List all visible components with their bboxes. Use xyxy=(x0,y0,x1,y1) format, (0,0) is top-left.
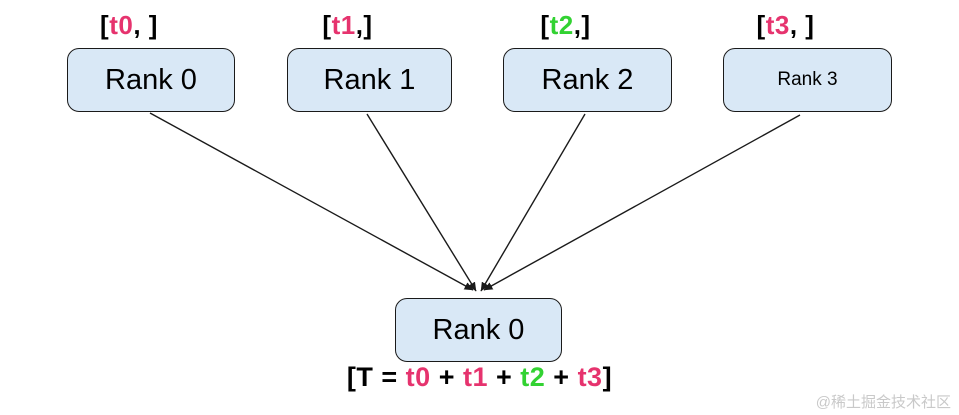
node-label: Rank 0 xyxy=(105,63,197,96)
tensor-label-rank2: [t2,] xyxy=(481,10,650,42)
bracket-close: , ] xyxy=(133,10,158,40)
bracket-open: [ xyxy=(322,10,332,40)
formula-part-t0: t0 xyxy=(405,362,431,392)
tensor-name: t3 xyxy=(765,10,790,40)
formula-part: [T = xyxy=(346,362,406,392)
formula-part: + xyxy=(430,362,463,392)
formula-part: + xyxy=(487,362,521,392)
node-label: Rank 3 xyxy=(777,69,838,90)
edge-rank0-to-bottom xyxy=(149,112,474,291)
formula-part-t2: t2 xyxy=(520,362,546,392)
result-formula: [T = t0 + t1 + t2 + t3] xyxy=(0,362,959,393)
tensor-label-rank0: [t0, ] xyxy=(45,10,213,42)
bracket-open: [ xyxy=(756,10,766,40)
formula-part: + xyxy=(545,362,578,392)
tensor-label-rank3: [t3, ] xyxy=(701,10,870,42)
node-label: Rank 0 xyxy=(432,313,525,346)
node-rank0-source: Rank 0 xyxy=(67,48,235,112)
formula-part: ] xyxy=(602,362,613,392)
bracket-close: ,] xyxy=(355,10,373,40)
node-rank0-destination: Rank 0 xyxy=(395,298,562,362)
tensor-name: t0 xyxy=(109,10,134,40)
node-label: Rank 1 xyxy=(323,63,416,96)
tensor-name: t1 xyxy=(331,10,356,40)
node-label: Rank 2 xyxy=(541,63,634,96)
watermark: @稀土掘金技术社区 xyxy=(815,394,951,411)
bracket-close: , ] xyxy=(789,10,815,40)
node-rank2-source: Rank 2 xyxy=(503,48,672,112)
edge-rank1-to-bottom xyxy=(366,113,477,292)
node-rank3-source: Rank 3 xyxy=(723,48,892,112)
formula-part-t1: t1 xyxy=(462,362,488,392)
bracket-open: [ xyxy=(100,10,110,40)
tensor-label-rank1: [t1,] xyxy=(265,10,430,42)
bracket-close: ,] xyxy=(573,10,591,40)
tensor-name: t2 xyxy=(549,10,574,40)
node-rank1-source: Rank 1 xyxy=(287,48,452,112)
formula-part-t3: t3 xyxy=(577,362,603,392)
bracket-open: [ xyxy=(540,10,550,40)
edge-rank2-to-bottom xyxy=(480,113,586,292)
edge-rank3-to-bottom xyxy=(483,114,801,291)
